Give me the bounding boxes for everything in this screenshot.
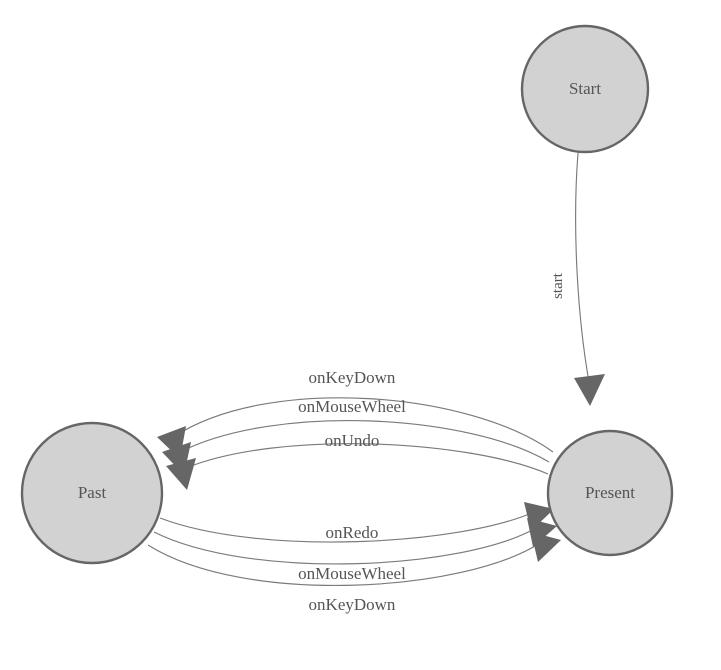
edge-path-present-to-past-keydown: [174, 397, 554, 453]
edge-label-start: start: [550, 272, 566, 299]
edge-label-to-past-keydown: onKeyDown: [309, 368, 396, 387]
edge-path-past-to-present-keydown: [147, 542, 541, 587]
node-start-label: Start: [569, 79, 601, 98]
edge-path-start-to-present: [575, 152, 590, 383]
edge-label-to-present-keydown: onKeyDown: [309, 595, 396, 614]
edge-present-to-past-undo[interactable]: onUndo: [166, 431, 549, 490]
edge-path-past-to-present-redo: [159, 511, 535, 543]
node-present-circle: [546, 429, 674, 557]
edge-label-to-past-undo: onUndo: [325, 431, 380, 450]
arrowhead-present-lower-3: [531, 532, 561, 562]
edge-label-to-present-mousewheel: onMouseWheel: [298, 564, 406, 583]
edge-path-past-to-present-mousewheel: [153, 527, 537, 565]
edge-label-to-present-redo: onRedo: [326, 523, 379, 542]
node-start[interactable]: Start: [520, 24, 650, 154]
edge-path-present-to-past-mousewheel: [179, 419, 550, 463]
node-present[interactable]: Present: [546, 429, 674, 557]
edge-label-to-past-mousewheel: onMouseWheel: [298, 397, 406, 416]
node-start-circle: [520, 24, 650, 154]
arrowhead-past-upper-3: [166, 458, 196, 490]
edge-past-to-present-redo[interactable]: onRedo: [159, 502, 554, 543]
node-past[interactable]: Past: [20, 421, 164, 565]
edge-past-to-present-keydown[interactable]: onKeyDown: [147, 532, 561, 614]
node-past-label: Past: [78, 483, 107, 502]
edge-start-to-present[interactable]: start: [550, 152, 605, 406]
arrowhead-present-top: [574, 374, 605, 406]
edge-path-present-to-past-undo: [185, 443, 549, 475]
node-past-circle: [20, 421, 164, 565]
node-present-label: Present: [585, 483, 635, 502]
